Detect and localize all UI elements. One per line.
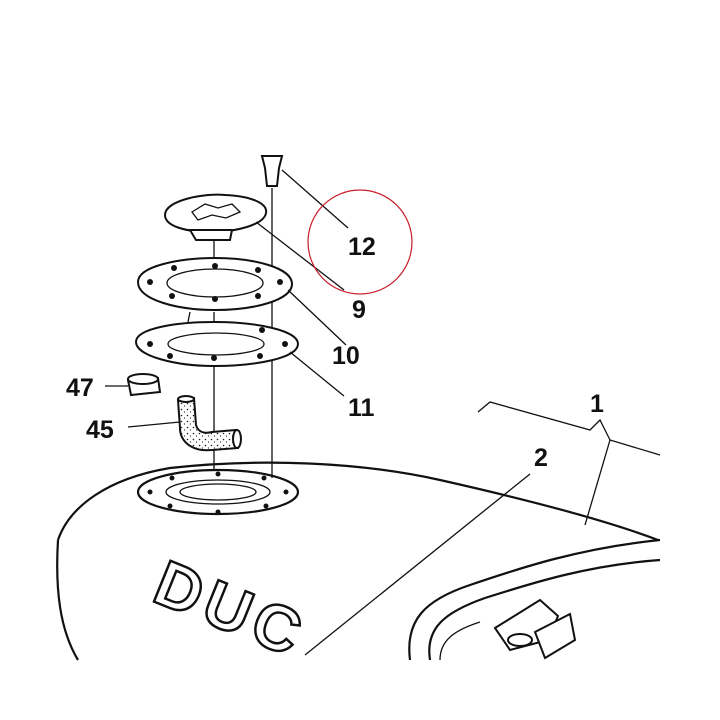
tank-lettering: DUC (144, 545, 319, 673)
highlight-circle (307, 189, 413, 295)
callout-1: 1 (590, 390, 604, 418)
filler-cap-part-9 (163, 193, 268, 300)
callout-47: 47 (66, 374, 94, 402)
bushing-part-47 (126, 373, 162, 397)
callout-2: 2 (534, 444, 548, 472)
callout-45: 45 (86, 416, 114, 444)
callout-11: 11 (348, 394, 375, 422)
callout-12: 12 (348, 233, 376, 261)
hose-elbow-part-45 (176, 395, 242, 452)
fuel-tank: DUC (56, 461, 661, 673)
callout-9: 9 (352, 296, 366, 324)
callout-10: 10 (332, 342, 360, 370)
leader-lines (105, 169, 661, 656)
svg-text:DUC: DUC (145, 546, 317, 671)
gasket-part-11 (134, 320, 300, 470)
screw-part-12 (260, 155, 284, 478)
